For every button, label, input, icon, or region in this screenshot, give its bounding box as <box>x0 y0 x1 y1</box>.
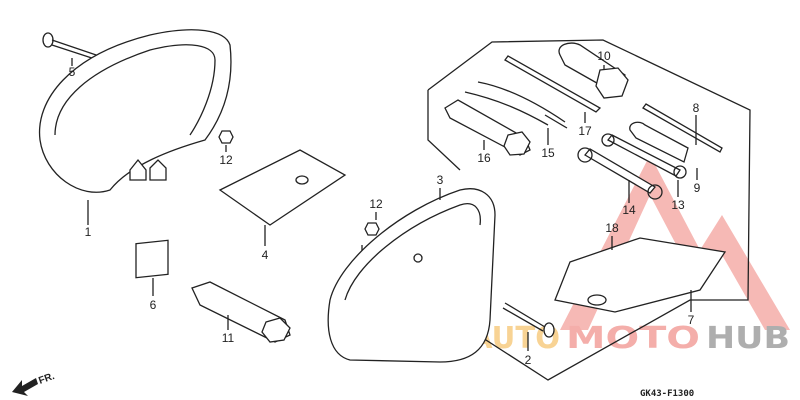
callout-3: 3 <box>437 173 444 187</box>
callout-9: 9 <box>694 181 701 195</box>
watermark-logo: AUTO MOTO HUB <box>470 155 790 356</box>
part-nut[interactable] <box>364 222 380 236</box>
callout-17: 17 <box>578 124 592 138</box>
part-screw[interactable] <box>502 302 555 338</box>
part-pliers[interactable] <box>464 81 568 129</box>
part-right-side-cover[interactable] <box>327 188 496 363</box>
part-nut[interactable] <box>218 130 234 144</box>
callout-12b: 12 <box>369 197 383 211</box>
front-direction-arrow: FR. <box>12 371 56 396</box>
callout-10: 10 <box>597 49 611 63</box>
callout-18: 18 <box>605 221 619 235</box>
part-tool-bag-large[interactable] <box>554 237 727 313</box>
callout-8: 8 <box>693 101 700 115</box>
callout-15: 15 <box>541 146 555 160</box>
callout-2: 2 <box>525 353 532 367</box>
watermark-hub: HUB <box>706 321 790 356</box>
front-label: FR. <box>37 371 56 387</box>
leader-lines <box>71 58 698 351</box>
callout-13: 13 <box>671 198 685 212</box>
callout-4: 4 <box>262 248 269 262</box>
callout-1: 1 <box>85 225 92 239</box>
callout-7: 7 <box>688 313 695 327</box>
part-screwdriver-shaft[interactable] <box>642 103 723 153</box>
part-label[interactable] <box>135 239 169 279</box>
callout-11: 11 <box>222 331 235 345</box>
part-open-end-wrench-14[interactable] <box>577 147 663 200</box>
part-screwdriver-handle[interactable] <box>629 121 689 163</box>
callout-16: 16 <box>477 151 491 165</box>
callout-5: 5 <box>69 65 76 79</box>
part-rod[interactable] <box>504 55 602 113</box>
part-left-side-cover[interactable] <box>38 29 232 193</box>
part-open-end-wrench-13[interactable] <box>601 133 687 179</box>
toolkit-outline-left <box>427 90 461 171</box>
part-socket-wrench[interactable] <box>558 42 629 99</box>
diagram-code: GK43-F1300 <box>640 389 694 399</box>
callout-12: 12 <box>219 153 233 167</box>
part-tool-bag[interactable] <box>218 149 347 226</box>
callout-6: 6 <box>150 298 157 312</box>
watermark-moto: MOTO <box>566 321 700 356</box>
part-spark-plug-wrench[interactable] <box>444 99 531 156</box>
part-box-wrench[interactable] <box>191 281 291 343</box>
callout-14: 14 <box>622 203 636 217</box>
